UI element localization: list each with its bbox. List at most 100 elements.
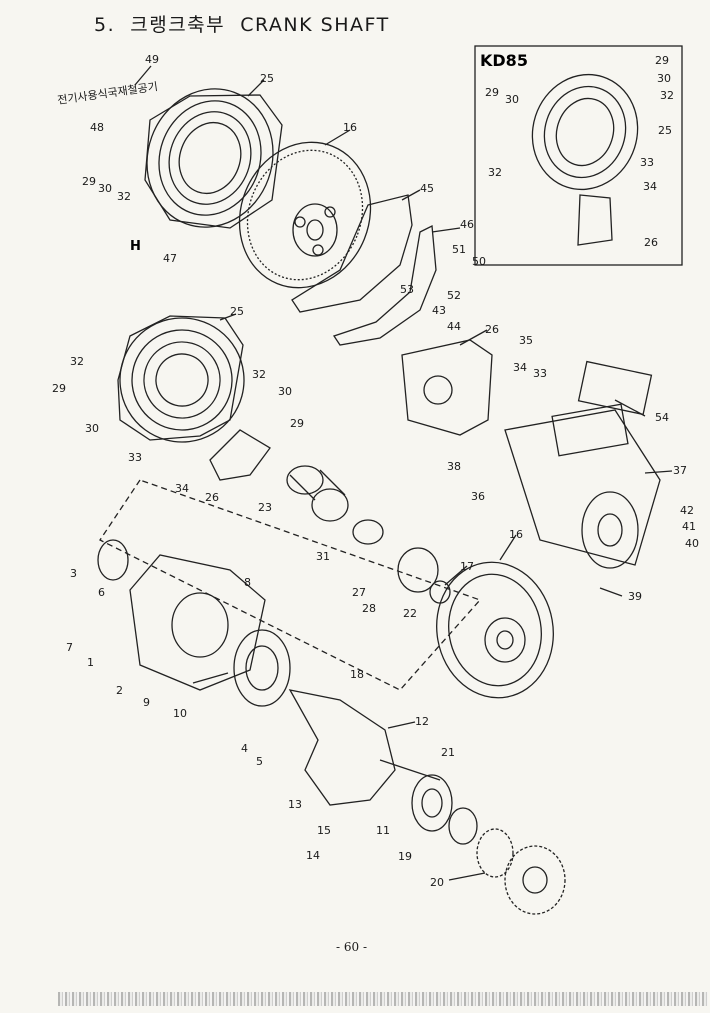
label-plate-54 (577, 360, 653, 416)
part-label: 35 (519, 334, 533, 347)
bearing-11 (411, 774, 453, 832)
part-label: 20 (430, 876, 444, 889)
part-label: 39 (628, 590, 642, 603)
part-label: 41 (682, 520, 696, 533)
part-label: 14 (306, 849, 320, 862)
part-label: 32 (252, 368, 266, 381)
part-label: 47 (163, 252, 177, 265)
part-label: 34 (175, 482, 189, 495)
part-label: 18 (350, 668, 364, 681)
part-label: 31 (316, 550, 330, 563)
part-label: 45 (420, 182, 434, 195)
h-mark: H (130, 239, 141, 254)
inset-part-label: 29 (485, 86, 499, 99)
baffle-plate-46 (332, 224, 437, 346)
part-label: 25 (260, 72, 274, 85)
part-label: 26 (205, 491, 219, 504)
fan-cover-middle (117, 315, 245, 443)
part-label: 46 (460, 218, 474, 231)
part-label: 33 (533, 367, 547, 380)
part-label: 30 (278, 385, 292, 398)
part-label: 43 (432, 304, 446, 317)
inset-part-label: 25 (658, 124, 672, 137)
washer-31 (352, 519, 384, 545)
part-label: 13 (288, 798, 302, 811)
part-label: 48 (90, 121, 104, 134)
part-label: 5 (256, 755, 263, 768)
baffle-plate-45 (291, 194, 413, 313)
fan-cover-upper (144, 88, 283, 229)
part-label: 25 (230, 305, 244, 318)
part-label: 32 (117, 190, 131, 203)
gear-22 (397, 547, 439, 593)
title-english: CRANK SHAFT (240, 14, 390, 36)
part-label: 54 (655, 411, 669, 424)
part-label: 27 (352, 586, 366, 599)
part-label: 26 (485, 323, 499, 336)
part-label: 21 (441, 746, 455, 759)
part-label: 22 (403, 607, 417, 620)
kd85-cover (531, 73, 639, 246)
part-label: 4 (241, 742, 248, 755)
part-label: 1 (87, 656, 94, 669)
starter-motor (504, 403, 661, 569)
part-label: 40 (685, 537, 699, 550)
gear-20-large (504, 845, 566, 915)
part-label: 2 (116, 684, 123, 697)
part-label: 53 (400, 283, 414, 296)
title-korean: 크랭크축부 (130, 14, 226, 36)
part-label: 12 (415, 715, 429, 728)
scan-edge-strip (58, 992, 708, 1006)
assembly-guide (99, 479, 482, 691)
oil-seal-3 (97, 539, 129, 581)
part-label: 9 (143, 696, 150, 709)
inset-part-label: 26 (644, 236, 658, 249)
bearing-10 (233, 629, 291, 707)
part-label: 51 (452, 243, 466, 256)
gear-case-cover (129, 554, 266, 691)
part-label: 10 (173, 707, 187, 720)
part-label: 29 (82, 175, 96, 188)
part-label: 15 (317, 824, 331, 837)
inset-part-label: 29 (655, 54, 669, 67)
flywheel-upper (238, 141, 372, 289)
part-label: 29 (52, 382, 66, 395)
inset-part-label: 32 (660, 89, 674, 102)
part-label: 33 (128, 451, 142, 464)
part-label: 52 (447, 289, 461, 302)
part-label: 42 (680, 504, 694, 517)
mount-bracket (401, 339, 493, 436)
part-label: 3 (70, 567, 77, 580)
part-label: 36 (471, 490, 485, 503)
part-label: 50 (472, 255, 486, 268)
part-label: 16 (343, 121, 357, 134)
fan-guard (209, 429, 271, 481)
inset-part-label: 30 (505, 93, 519, 106)
part-label: 30 (85, 422, 99, 435)
inset-part-label: 32 (488, 166, 502, 179)
part-label: 23 (258, 501, 272, 514)
inset-part-label: 33 (640, 156, 654, 169)
part-label: 19 (398, 850, 412, 863)
page-number: - 60 - (336, 940, 368, 954)
crankshaft (288, 689, 396, 806)
section-number: 5. (94, 14, 116, 36)
part-label: 28 (362, 602, 376, 615)
spacer-19 (448, 807, 478, 845)
flywheel-lower (436, 561, 554, 699)
part-label: 6 (98, 586, 105, 599)
inset-part-label: 30 (657, 72, 671, 85)
part-label: 49 (145, 53, 159, 66)
part-label: 37 (673, 464, 687, 477)
inset-title-kd85: KD85 (480, 51, 528, 70)
part-label: 32 (70, 355, 84, 368)
part-label: 8 (244, 576, 251, 589)
part-label: 7 (66, 641, 73, 654)
part-label: 38 (447, 460, 461, 473)
part-label: 30 (98, 182, 112, 195)
part-label: 17 (460, 560, 474, 573)
part-label: 29 (290, 417, 304, 430)
